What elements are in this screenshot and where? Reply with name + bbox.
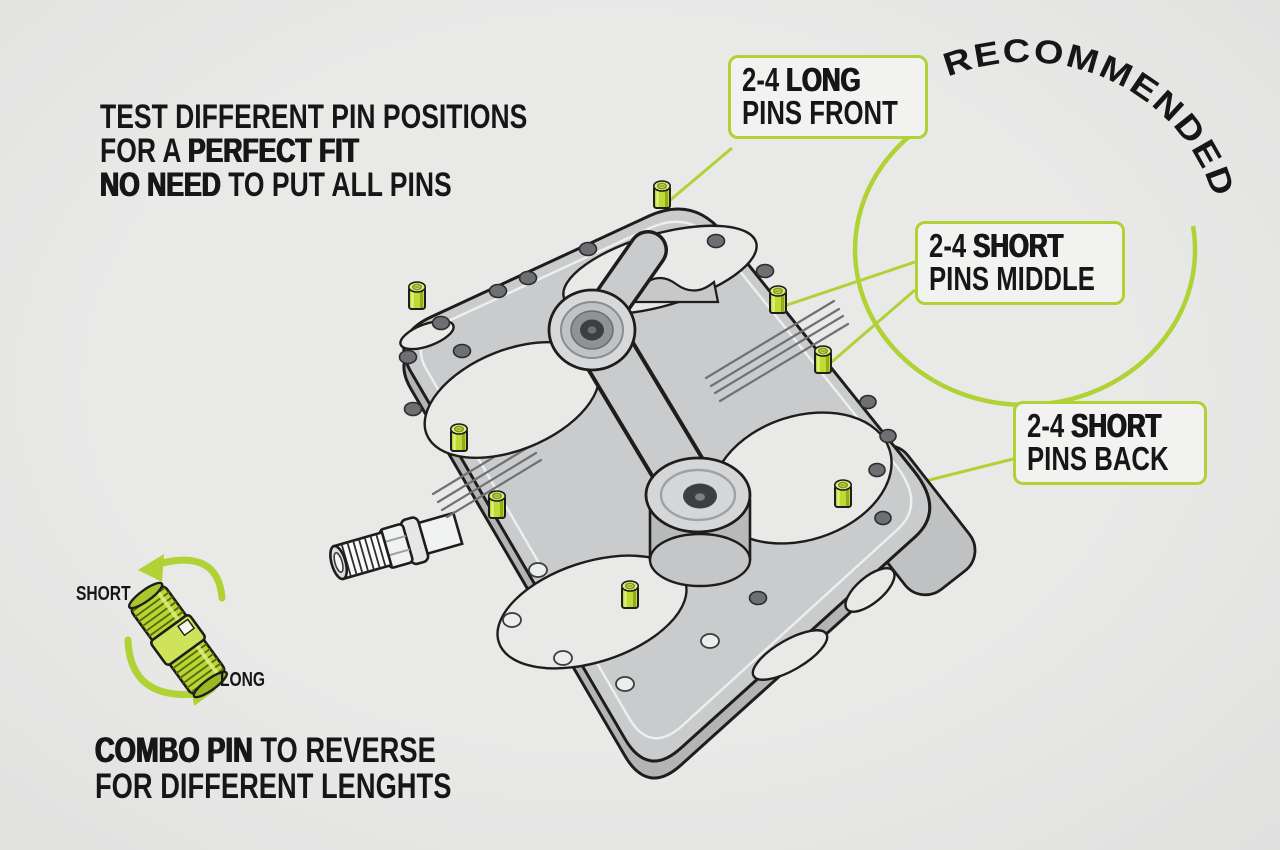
leader-line-middle-2 (826, 288, 916, 368)
long-label: LONG (220, 669, 266, 691)
green-pin-middle-right-1 (768, 284, 788, 315)
green-pin-lower-left (487, 489, 507, 520)
caption-line2: FOR DIFFERENT LENGHTS (95, 767, 452, 806)
green-pin-bottom (620, 579, 640, 610)
green-pin-front-top (652, 179, 672, 210)
headline-line2: FOR A PERFECT FIT (100, 132, 359, 170)
pedal-drum (644, 456, 752, 588)
pedal-illustration (329, 179, 977, 780)
caption-line1: COMBO PIN TO REVERSE (95, 731, 436, 770)
green-pin-middle-right-2 (813, 344, 833, 375)
combo-pin-graphic (124, 554, 229, 706)
pedal-hub (547, 288, 637, 372)
caption: COMBO PIN TO REVERSE FOR DIFFERENT LENGH… (95, 733, 552, 805)
green-pin-middle-left (449, 422, 469, 453)
green-pin-front-left (407, 280, 427, 311)
recommended-arc-text: RECOMMENDED (939, 32, 1243, 203)
leader-line-middle-1 (783, 260, 916, 308)
wall-holes (502, 562, 720, 692)
rotate-arrow-short-head (138, 554, 164, 582)
pin-holes (398, 233, 897, 606)
short-label: SHORT (76, 583, 131, 605)
recommended-ring (852, 126, 1198, 408)
headline-line3: NO NEED TO PUT ALL PINS (100, 166, 452, 204)
rotate-arrow-short (154, 556, 226, 602)
pedal-axle (329, 511, 464, 581)
headline: TEST DIFFERENT PIN POSITIONS FOR A PERFE… (100, 100, 648, 202)
ridge-band (431, 299, 850, 519)
green-pin-back (833, 478, 853, 509)
leader-line-front (667, 146, 733, 204)
headline-line1: TEST DIFFERENT PIN POSITIONS (100, 98, 528, 136)
rotate-arrow-long (124, 636, 201, 699)
